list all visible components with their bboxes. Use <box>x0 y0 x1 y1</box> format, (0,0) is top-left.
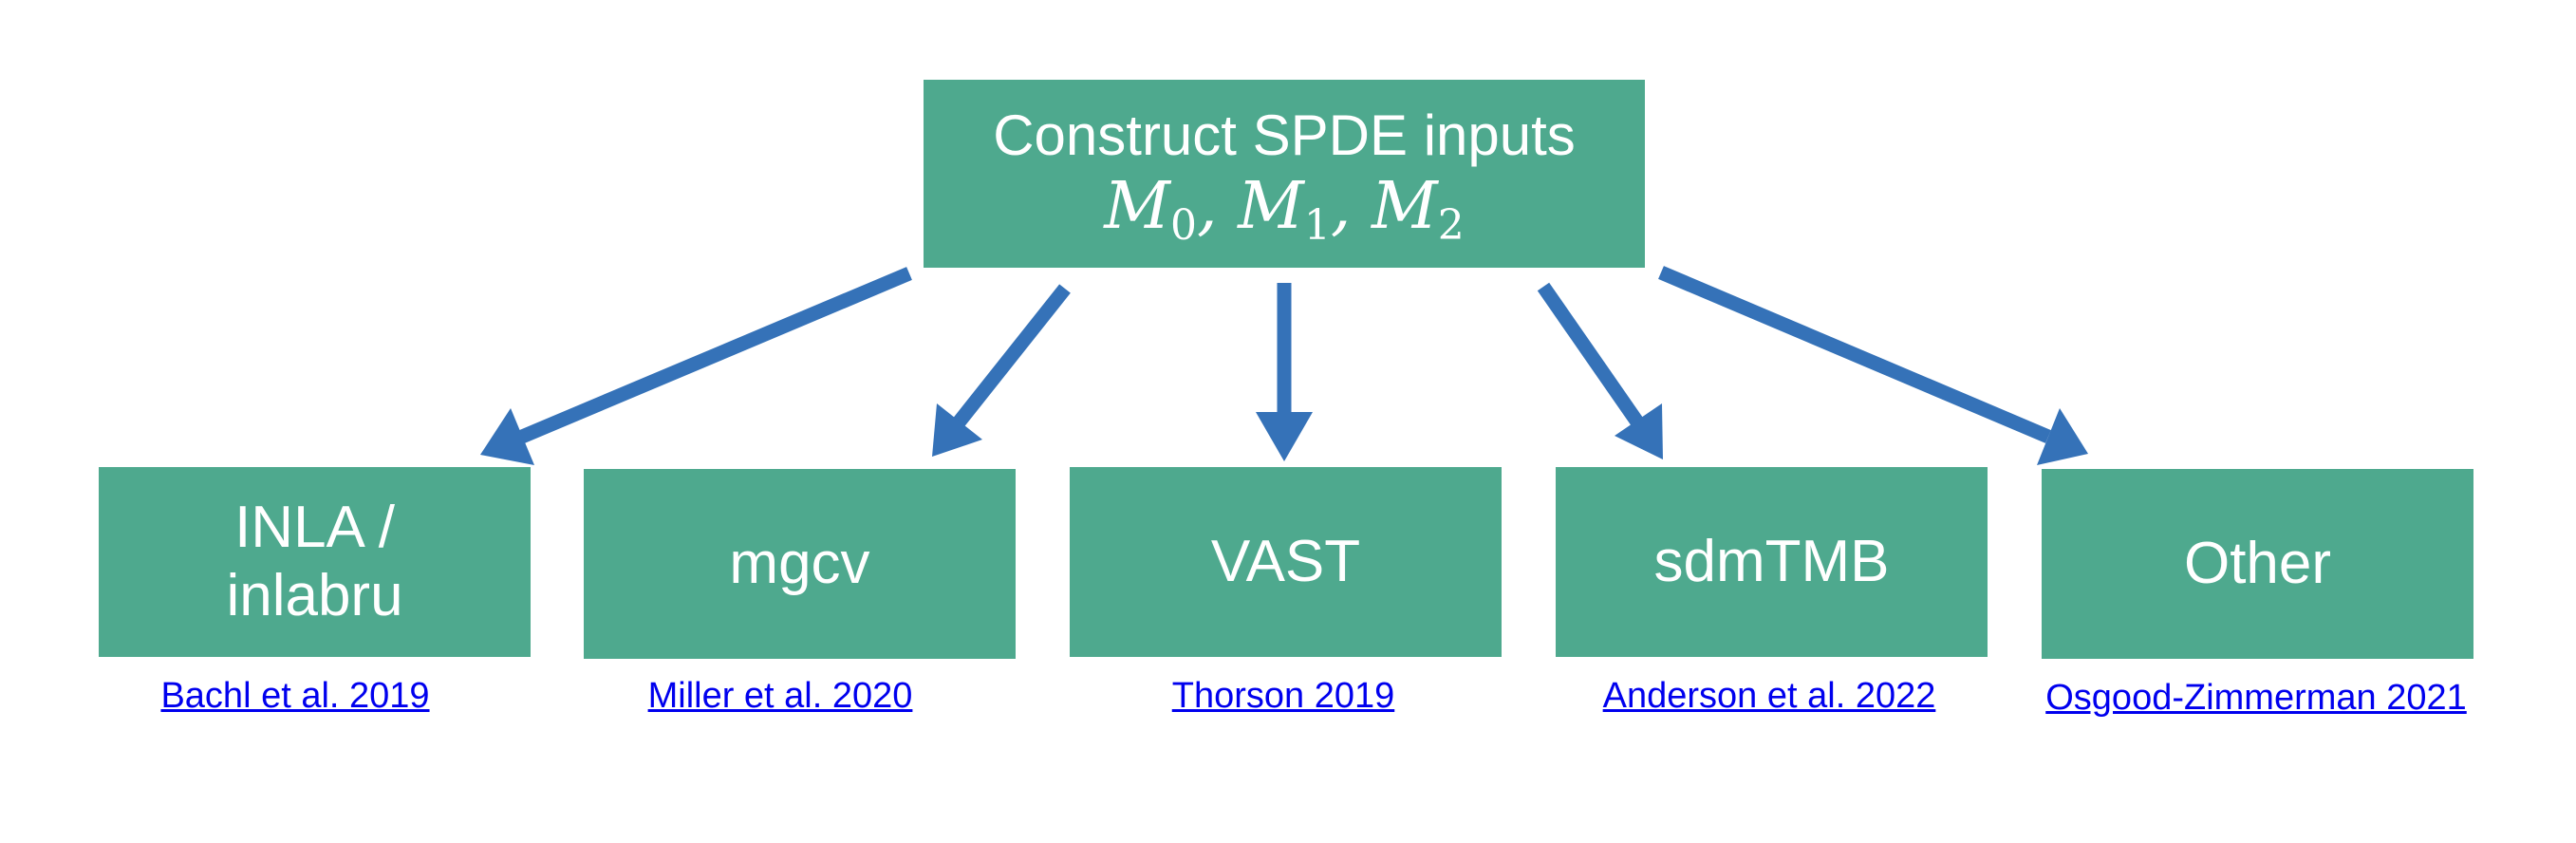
reference-link-thorson[interactable]: Thorson 2019 <box>1171 676 1395 716</box>
node-other: Other <box>2042 469 2473 659</box>
arrow-to-inla <box>480 267 912 465</box>
arrow-to-sdmtmb <box>1537 282 1663 459</box>
math-separator: , <box>1330 169 1372 244</box>
math-m1: M1 <box>1238 169 1331 250</box>
node-label: INLA / inlabru <box>226 495 403 628</box>
math-m2: M2 <box>1372 169 1465 250</box>
node-inla-inlabru: INLA / inlabru <box>99 467 531 657</box>
root-node: Construct SPDE inputs M0, M1, M2 <box>924 80 1645 268</box>
node-label: sdmTMB <box>1653 529 1890 594</box>
root-math: M0, M1, M2 <box>1104 169 1465 250</box>
reference-link-anderson[interactable]: Anderson et al. 2022 <box>1602 676 1936 716</box>
node-vast: VAST <box>1070 467 1502 657</box>
math-separator: , <box>1196 169 1239 244</box>
arrow-to-mgcv <box>932 284 1071 457</box>
node-mgcv: mgcv <box>584 469 1016 659</box>
node-sdmtmb: sdmTMB <box>1556 467 1988 657</box>
math-m0: M0 <box>1104 169 1197 250</box>
reference-link-osgood-zimmerman[interactable]: Osgood-Zimmerman 2021 <box>2045 678 2467 718</box>
arrow-to-other <box>1658 266 2088 465</box>
node-label: mgcv <box>729 531 870 596</box>
node-label: VAST <box>1210 529 1361 594</box>
reference-link-bachl[interactable]: Bachl et al. 2019 <box>160 676 430 716</box>
root-title: Construct SPDE inputs <box>993 103 1576 167</box>
reference-link-miller[interactable]: Miller et al. 2020 <box>647 676 913 716</box>
node-label: Other <box>2183 531 2332 596</box>
arrow-to-vast <box>1256 283 1313 461</box>
